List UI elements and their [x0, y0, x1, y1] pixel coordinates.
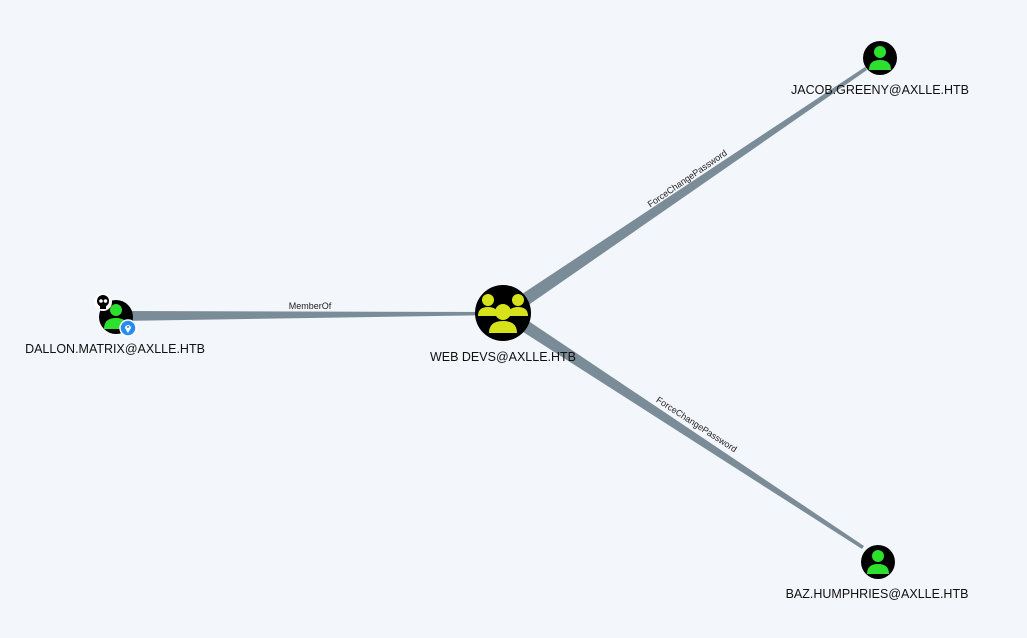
edge-forcechangepassword-jacob[interactable]: ForceChangePassword [519, 67, 867, 306]
node-label-jacob: JACOB.GREENY@AXLLE.HTB [791, 83, 969, 97]
edge-memberof[interactable]: MemberOf [118, 301, 500, 321]
node-dallon[interactable]: DALLON.MATRIX@AXLLE.HTB [25, 293, 205, 356]
node-label-dallon: DALLON.MATRIX@AXLLE.HTB [25, 342, 205, 356]
edge-label-fcp-jacob: ForceChangePassword [646, 148, 729, 210]
edge-label-memberof: MemberOf [289, 301, 332, 311]
skull-icon [94, 293, 112, 311]
edge-label-fcp-baz: ForceChangePassword [654, 395, 738, 455]
node-jacob[interactable]: JACOB.GREENY@AXLLE.HTB [791, 41, 969, 97]
group-icon [478, 294, 528, 333]
node-baz[interactable]: BAZ.HUMPHRIES@AXLLE.HTB [786, 545, 969, 601]
node-webdevs[interactable]: WEB DEVS@AXLLE.HTB [430, 285, 576, 364]
node-label-baz: BAZ.HUMPHRIES@AXLLE.HTB [786, 587, 969, 601]
location-pin-icon [119, 319, 137, 337]
user-icon [867, 550, 889, 574]
node-label-webdevs: WEB DEVS@AXLLE.HTB [430, 350, 576, 364]
user-icon [869, 46, 891, 70]
